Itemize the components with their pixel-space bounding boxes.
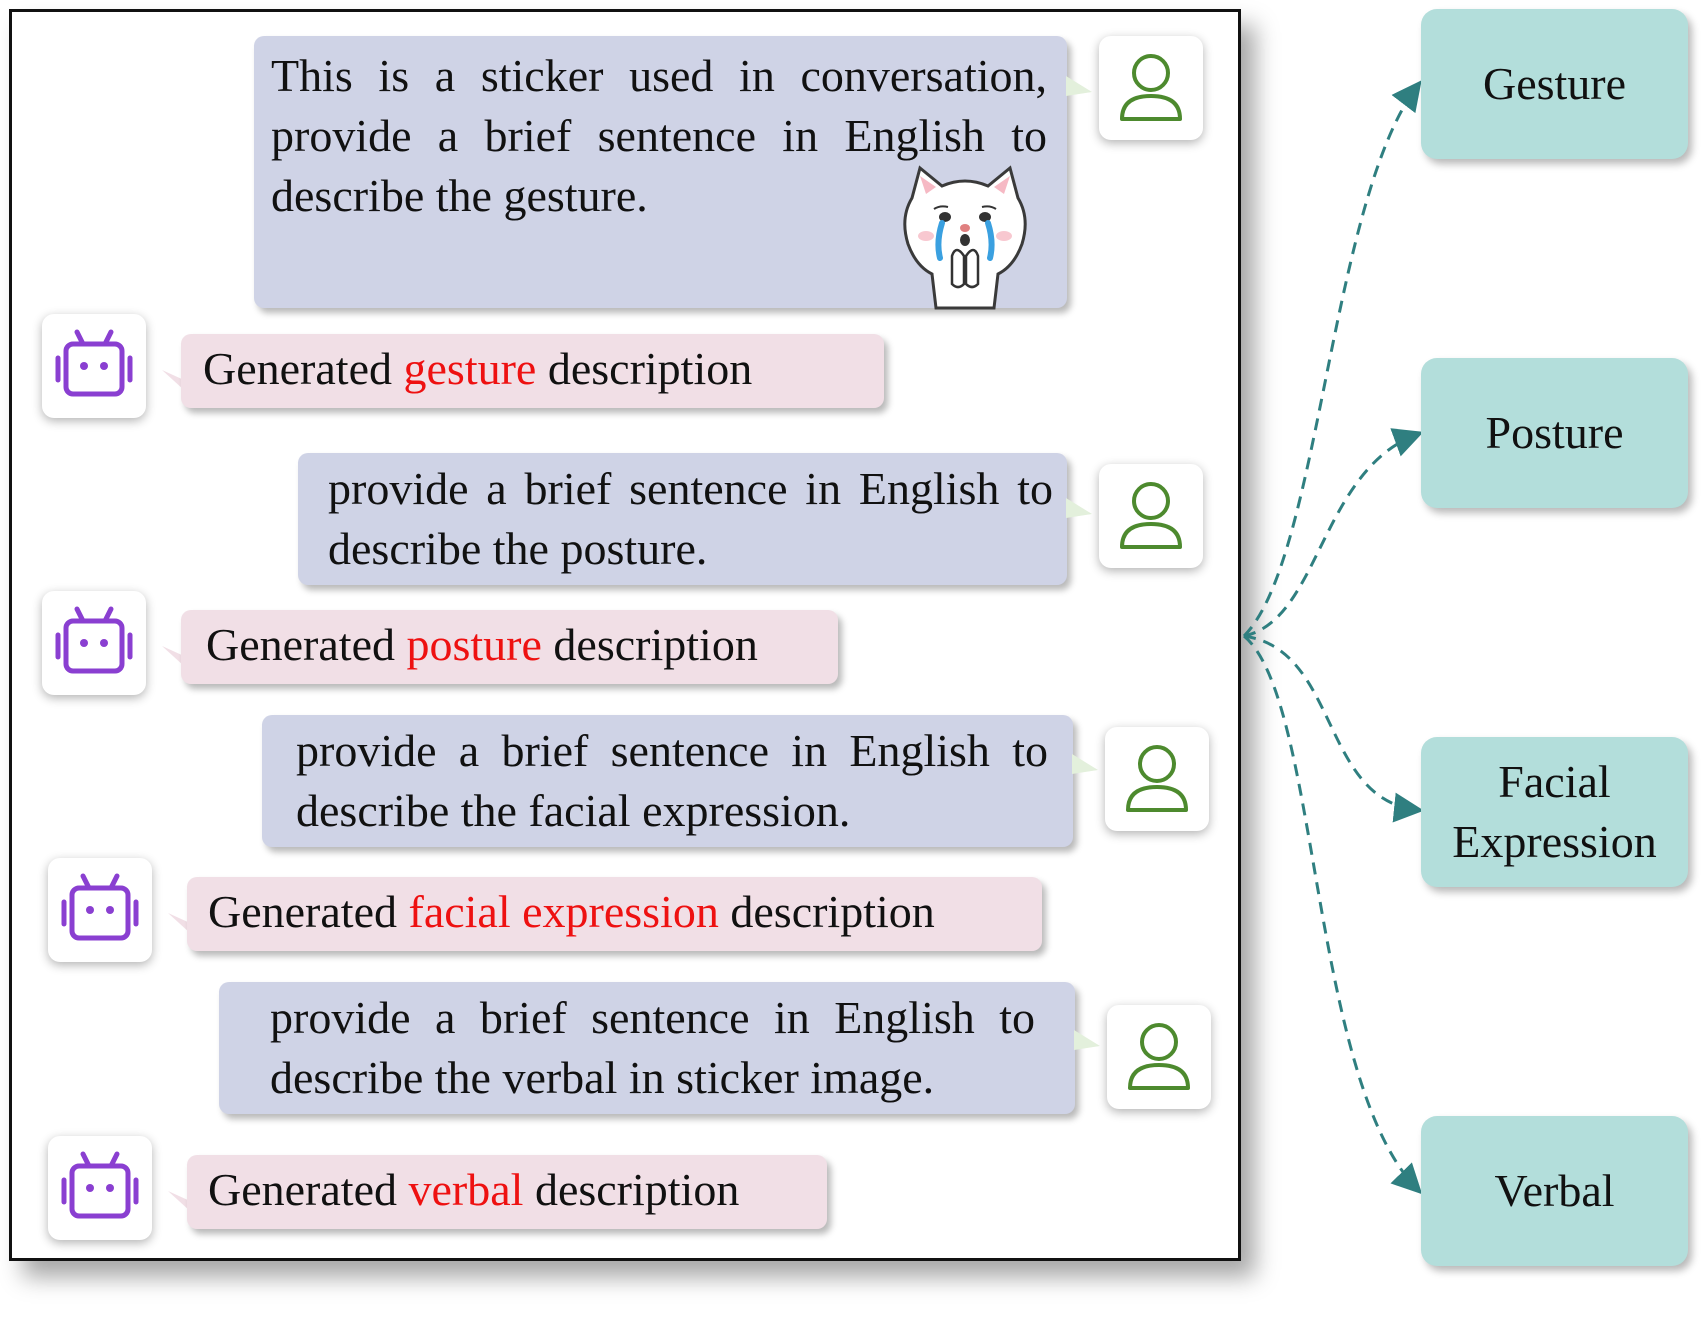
arrow-to-posture <box>1243 428 1424 638</box>
robot-icon <box>55 606 133 674</box>
bot-avatar <box>48 858 152 962</box>
user-icon <box>1120 482 1182 549</box>
robot-icon <box>55 329 133 397</box>
response-suffix: description <box>536 343 753 394</box>
user-icon <box>1120 54 1182 121</box>
user-prompt-facial-expression: provide a brief sentence in English to d… <box>262 715 1073 847</box>
bubble-tail <box>162 370 184 390</box>
user-icon <box>1128 1023 1190 1090</box>
user-prompt-gesture: This is a sticker used in conversation, … <box>254 36 1067 308</box>
response-prefix: Generated <box>203 343 404 394</box>
bot-avatar <box>42 591 146 695</box>
response-highlight: facial expression <box>408 886 719 937</box>
prompt-text: provide a brief sentence in English to d… <box>296 725 1048 836</box>
user-avatar <box>1105 727 1209 831</box>
category-label: Verbal <box>1494 1165 1615 1216</box>
category-gesture: Gesture <box>1421 9 1688 159</box>
crying-cat-sticker <box>903 165 1027 310</box>
prompt-text: provide a brief sentence in English to d… <box>270 992 1035 1103</box>
user-avatar <box>1099 36 1203 140</box>
response-highlight: verbal <box>408 1164 524 1215</box>
response-prefix: Generated <box>206 619 407 670</box>
response-prefix: Generated <box>208 1164 409 1215</box>
response-suffix: description <box>523 1164 740 1215</box>
user-avatar <box>1099 464 1203 568</box>
category-verbal: Verbal <box>1421 1116 1688 1266</box>
bubble-tail <box>168 913 190 933</box>
bubble-tail <box>1066 76 1092 96</box>
prompt-text: This is a sticker used in conversation, … <box>271 50 1047 221</box>
arrow-to-verbal <box>1243 634 1423 1195</box>
user-icon <box>1126 745 1188 812</box>
category-posture: Posture <box>1421 358 1688 508</box>
bot-response-verbal: Generated verbal description <box>187 1155 827 1229</box>
arrow-to-gesture <box>1242 80 1422 638</box>
category-label: Gesture <box>1482 58 1627 109</box>
arrow-to-facial-expression <box>1243 634 1424 823</box>
bubble-tail <box>1074 1030 1100 1050</box>
category-label: Facial Expression <box>1452 756 1657 867</box>
response-highlight: posture <box>406 619 542 670</box>
bot-avatar <box>42 314 146 418</box>
response-prefix: Generated <box>208 886 409 937</box>
user-prompt-verbal: provide a brief sentence in English to d… <box>219 982 1075 1114</box>
bot-avatar <box>48 1136 152 1240</box>
robot-icon <box>61 1151 139 1219</box>
response-suffix: description <box>541 619 758 670</box>
bubble-tail <box>162 646 184 666</box>
bot-response-gesture: Generated gesture description <box>181 334 884 408</box>
bot-response-posture: Generated posture description <box>181 610 838 684</box>
user-avatar <box>1107 1005 1211 1109</box>
bot-response-facial-expression: Generated facial expression description <box>187 877 1042 951</box>
response-suffix: description <box>718 886 935 937</box>
bubble-tail <box>1066 498 1092 518</box>
prompt-text: provide a brief sentence in English to d… <box>328 463 1053 574</box>
bubble-tail <box>168 1191 190 1211</box>
response-highlight: gesture <box>403 343 537 394</box>
user-prompt-posture: provide a brief sentence in English to d… <box>298 453 1067 585</box>
category-facial-expression: Facial Expression <box>1421 737 1688 887</box>
category-label: Posture <box>1485 407 1624 458</box>
bubble-tail <box>1072 754 1098 774</box>
robot-icon <box>61 873 139 941</box>
